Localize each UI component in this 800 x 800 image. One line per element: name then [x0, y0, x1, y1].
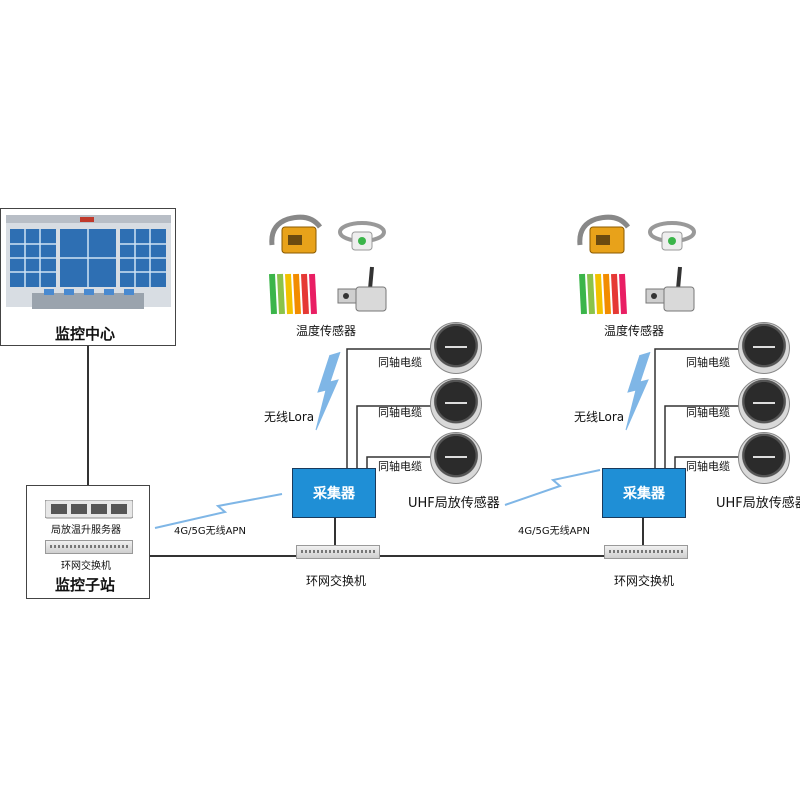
building-icon: [6, 215, 171, 309]
coax-label: 同轴电缆: [686, 356, 730, 369]
clamp-sensor-icon: [577, 214, 631, 254]
uhf-sensor-icon: [738, 322, 790, 374]
uhf-sensor-label: UHF局放传感器: [716, 496, 800, 511]
uhf-sensor-icon: [430, 378, 482, 430]
antenna-sensor-icon: [645, 266, 695, 312]
coax-line-1: [346, 348, 432, 468]
apn-label: 4G/5G无线APN: [518, 526, 590, 537]
color-tag-sensors-icon: [579, 273, 627, 315]
uhf-sensor-icon: [738, 432, 790, 484]
collector-box: 采集器: [292, 468, 376, 518]
ring-switch-icon: [604, 545, 688, 559]
coax-label: 同轴电缆: [686, 406, 730, 419]
ring-switch-label: 环网交换机: [306, 574, 367, 588]
substation-label: 监控子站: [55, 576, 116, 594]
apn-label: 4G/5G无线APN: [174, 526, 246, 537]
coax-line-2: [356, 405, 432, 468]
lora-label: 无线Lora: [574, 410, 625, 424]
uhf-sensor-icon: [738, 378, 790, 430]
substation-switch-label: 环网交换机: [61, 561, 111, 572]
lightning-lora-icon: [625, 351, 651, 431]
ring-switch-icon: [296, 545, 380, 559]
monitor-center-box: 监控中心: [0, 208, 176, 346]
temp-sensor-label: 温度传感器: [296, 324, 357, 338]
color-tag-sensors-icon: [269, 273, 317, 315]
band-sensor-icon: [338, 221, 386, 251]
uhf-sensor-icon: [430, 432, 482, 484]
coax-label: 同轴电缆: [378, 406, 422, 419]
band-sensor-icon: [648, 221, 696, 251]
lightning-wireless-icon: [154, 493, 283, 529]
coax-label: 同轴电缆: [378, 460, 422, 473]
lightning-lora-icon: [315, 351, 341, 431]
coax-line-3: [366, 456, 432, 468]
clamp-sensor-icon: [269, 214, 323, 254]
switch-icon: [45, 540, 133, 554]
coax-label: 同轴电缆: [378, 356, 422, 369]
uhf-sensor-icon: [430, 322, 482, 374]
coax-label: 同轴电缆: [686, 460, 730, 473]
server-icon: [45, 500, 133, 519]
antenna-sensor-icon: [337, 266, 387, 312]
uhf-sensor-label: UHF局放传感器: [408, 496, 500, 511]
ring-switch-label: 环网交换机: [614, 574, 675, 588]
lightning-wireless-icon: [504, 469, 601, 506]
lora-label: 无线Lora: [264, 410, 315, 424]
server-label: 局放温升服务器: [51, 525, 121, 536]
monitor-center-label: 监控中心: [55, 325, 116, 343]
substation-box: 局放温升服务器 环网交换机 监控子站: [26, 485, 150, 599]
collector-box: 采集器: [602, 468, 686, 518]
temp-sensor-label: 温度传感器: [604, 324, 665, 338]
